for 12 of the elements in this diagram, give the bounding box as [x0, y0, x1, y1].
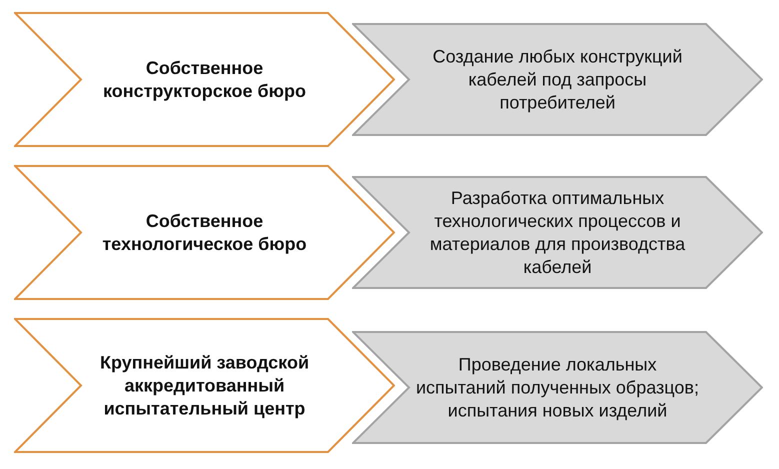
chevron-banner: [352, 331, 763, 444]
chevron-banner: [352, 23, 763, 136]
description-text: Проведение локальных испытаний полученных образцов; испытания новых изделий: [416, 353, 700, 422]
heading-text: Собственное конструкторское бюро: [102, 56, 307, 102]
chevron-banner: [352, 176, 763, 289]
heading-text: Собственное технологическое бюро: [102, 210, 308, 256]
chevron-banner: [14, 165, 395, 300]
chevron-banner: [14, 12, 395, 147]
chevron-banner: [14, 318, 395, 453]
heading-text: Крупнейший заводской аккредитованный испытательный центр: [99, 351, 310, 420]
description-text: Создание любых конструкций кабелей под запросы потребителей: [432, 45, 683, 114]
description-text: Разработка оптимальных технологических процессов и материалов для производства кабелей: [429, 186, 686, 278]
